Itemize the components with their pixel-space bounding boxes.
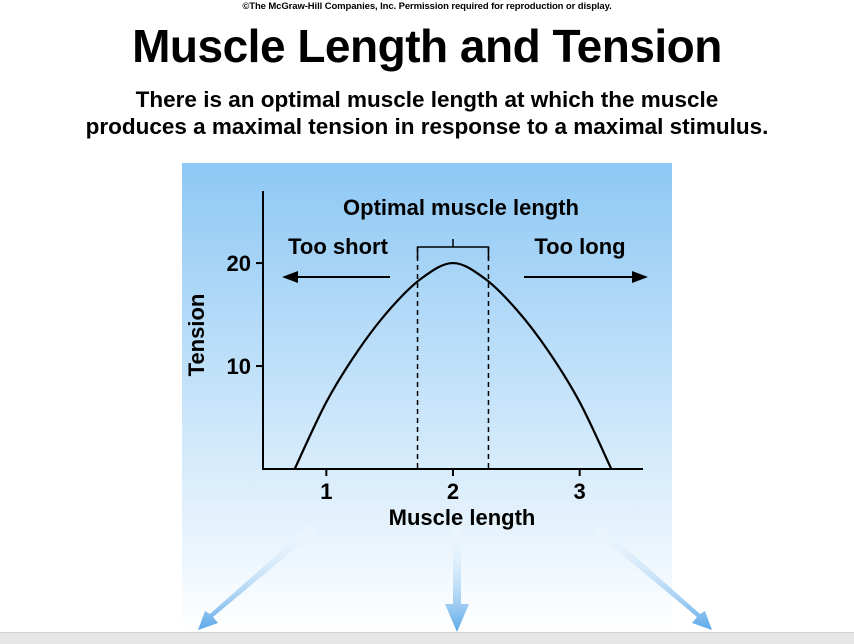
down-center-arrow-icon [445,528,469,632]
tension-curve [293,261,613,470]
y-tick-label: 20 [227,251,251,276]
x-tick-label: 2 [447,479,459,504]
bottom-strip [0,632,854,644]
y-axis-label: Tension [184,294,209,377]
down-left-arrow-icon [198,525,316,630]
copyright-notice: ©The McGraw-Hill Companies, Inc. Permiss… [242,1,612,12]
too-long-label: Too long [534,234,625,259]
x-tick-label: 1 [320,479,332,504]
too-long-arrow-icon [524,271,648,283]
too-short-label: Too short [288,234,388,259]
optimal-length-label: Optimal muscle length [343,195,579,220]
x-tick-label: 3 [574,479,586,504]
subtitle-line-2: produces a maximal tension in response t… [85,114,769,139]
subtitle-line-1: There is an optimal muscle length at whi… [135,87,719,112]
page-title: Muscle Length and Tension [132,20,722,72]
x-axis-label: Muscle length [389,505,536,530]
down-right-arrow-icon [594,525,712,630]
page-subtitle: There is an optimal muscle length at whi… [0,86,854,140]
optimal-range-bracket [416,239,490,259]
too-short-arrow-icon [282,271,390,283]
y-tick-label: 10 [227,354,251,379]
